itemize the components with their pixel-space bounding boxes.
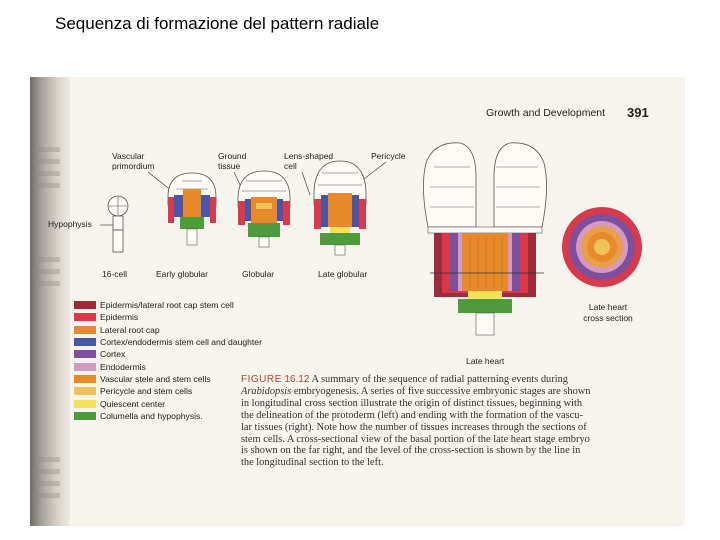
caption-line: in longitudinal cross section illustrate… bbox=[241, 397, 583, 409]
caption-line: stem cells. A cross-sectional view of th… bbox=[241, 433, 590, 445]
book-page-photo: Growth and Development 391 Vascular prim… bbox=[30, 77, 685, 526]
embryo-late-heart bbox=[423, 142, 547, 336]
legend-label: Epidermis/lateral root cap stem cell bbox=[100, 300, 234, 311]
running-head: Growth and Development bbox=[486, 107, 606, 119]
legend-item: Epidermis bbox=[74, 311, 274, 323]
legend-swatch bbox=[74, 387, 96, 396]
stage-label-16-cell: 16-cell bbox=[102, 269, 127, 279]
legend-swatch bbox=[74, 313, 96, 322]
figure-caption: FIGURE 16.12 A summary of the sequence o… bbox=[241, 374, 651, 469]
legend-label: Cortex/endodermis stem cell and daughter bbox=[100, 337, 262, 348]
legend-swatch bbox=[74, 325, 96, 334]
callout-hypophysis: Hypophysis bbox=[48, 219, 92, 229]
callout-vascular-1: Vascular bbox=[112, 151, 145, 161]
stage-label-early-globular: Early globular bbox=[156, 269, 208, 279]
legend-item: Cortex/endodermis stem cell and daughter bbox=[74, 336, 274, 348]
callout-pericycle: Pericycle bbox=[371, 151, 406, 161]
caption-text: embryogenesis. A series of five successi… bbox=[293, 385, 591, 397]
callout-vascular-2: primordium bbox=[112, 161, 155, 171]
legend-label: Vascular stele and stem cells bbox=[100, 373, 211, 384]
caption-lead: A summary of the sequence of radial patt… bbox=[311, 374, 568, 385]
legend-item: Columella and hypophysis. bbox=[74, 410, 274, 422]
legend-label: Epidermis bbox=[100, 312, 139, 323]
legend-label: Lateral root cap bbox=[100, 324, 160, 335]
legend-item: Vascular stele and stem cells bbox=[74, 373, 274, 385]
cross-section-label-2: cross section bbox=[583, 313, 633, 323]
legend-swatch bbox=[74, 399, 96, 408]
legend-label: Cortex bbox=[100, 349, 126, 360]
legend-swatch bbox=[74, 374, 96, 383]
caption-line: the longitudinal section to the left. bbox=[241, 457, 384, 469]
caption-figure-label: FIGURE bbox=[241, 374, 282, 385]
caption-line: is shown on the far right, and the level… bbox=[241, 445, 581, 457]
legend-label: Endodermis bbox=[100, 361, 146, 372]
stage-label-late-heart: Late heart bbox=[466, 356, 505, 366]
legend-label: Columella and hypophysis. bbox=[100, 410, 203, 421]
slide-title: Sequenza di formazione del pattern radia… bbox=[55, 14, 380, 33]
caption-line: the delineation of the protoderm (left) … bbox=[241, 409, 583, 421]
callout-lens-2: cell bbox=[284, 161, 297, 171]
caption-species: Arabidopsis bbox=[241, 385, 292, 397]
embryo-16-cell bbox=[107, 195, 129, 253]
late-heart-cross-section bbox=[562, 207, 642, 287]
page-spine bbox=[30, 77, 70, 526]
legend-item: Epidermis/lateral root cap stem cell bbox=[74, 299, 274, 311]
stage-label-globular: Globular bbox=[242, 269, 274, 279]
legend-item: Cortex bbox=[74, 348, 274, 360]
legend-label: Pericycle and stem cells bbox=[100, 386, 193, 397]
legend-item: Endodermis bbox=[74, 360, 274, 372]
tissue-legend: Epidermis/lateral root cap stem cell Epi… bbox=[74, 299, 274, 422]
embryo-early-globular bbox=[167, 172, 217, 246]
cross-section-label-1: Late heart bbox=[589, 302, 628, 312]
caption-line: lar tissues (right). Note how the number… bbox=[241, 421, 587, 433]
legend-swatch bbox=[74, 338, 96, 347]
caption-first-line: FIGURE 16.12 A summary of the sequence o… bbox=[241, 374, 651, 386]
legend-swatch bbox=[74, 301, 96, 310]
callout-ground-2: tissue bbox=[218, 161, 240, 171]
legend-item: Quiescent center bbox=[74, 397, 274, 409]
page-number: 391 bbox=[627, 105, 649, 120]
embryo-late-globular bbox=[313, 160, 367, 256]
caption-line: Arabidopsis embryogenesis. A series of f… bbox=[241, 386, 651, 398]
legend-label: Quiescent center bbox=[100, 398, 165, 409]
legend-swatch bbox=[74, 362, 96, 371]
callout-lens-1: Lens-shaped bbox=[284, 151, 333, 161]
legend-swatch bbox=[74, 350, 96, 359]
legend-item: Lateral root cap bbox=[74, 324, 274, 336]
stage-label-late-globular: Late globular bbox=[318, 269, 367, 279]
embryo-figure: Vascular primordium Ground tissue Lens-s… bbox=[48, 142, 642, 366]
legend-swatch bbox=[74, 411, 96, 420]
legend-item: Pericycle and stem cells bbox=[74, 385, 274, 397]
callout-ground-1: Ground bbox=[218, 151, 247, 161]
caption-figure-number: 16.12 bbox=[284, 374, 310, 385]
embryo-globular bbox=[237, 170, 291, 248]
